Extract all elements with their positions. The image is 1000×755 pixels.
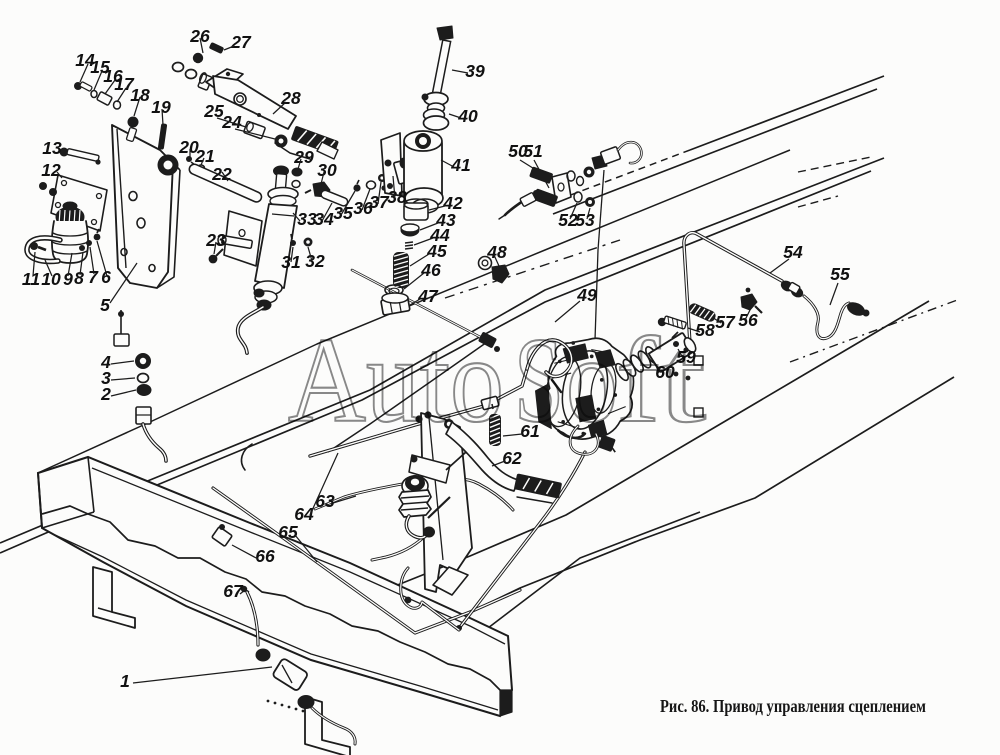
svg-text:14: 14 [75, 50, 95, 70]
svg-text:8: 8 [74, 268, 84, 288]
svg-text:o: o [566, 313, 618, 448]
svg-text:63: 63 [315, 491, 335, 511]
svg-text:1: 1 [120, 671, 130, 691]
svg-text:65: 65 [278, 522, 298, 542]
svg-text:37: 37 [369, 192, 390, 212]
svg-text:67: 67 [223, 581, 244, 601]
svg-text:66: 66 [255, 546, 275, 566]
svg-text:19: 19 [151, 97, 171, 117]
svg-text:9: 9 [63, 269, 73, 289]
svg-text:49: 49 [576, 285, 597, 305]
svg-text:35: 35 [333, 203, 353, 223]
svg-text:45: 45 [426, 241, 447, 261]
svg-text:32: 32 [305, 251, 325, 271]
svg-text:38: 38 [387, 187, 407, 207]
svg-text:54: 54 [783, 242, 803, 262]
svg-text:S: S [514, 313, 564, 448]
svg-text:46: 46 [420, 260, 441, 280]
svg-text:41: 41 [450, 155, 470, 175]
svg-text:58: 58 [695, 320, 715, 340]
svg-text:57: 57 [715, 312, 736, 332]
svg-text:51: 51 [523, 141, 542, 161]
svg-text:f: f [616, 313, 660, 448]
svg-text:62: 62 [502, 448, 522, 468]
svg-text:60: 60 [655, 362, 675, 382]
svg-text:39: 39 [465, 61, 485, 81]
svg-text:52: 52 [558, 210, 578, 230]
svg-text:20: 20 [178, 137, 199, 157]
svg-text:16: 16 [103, 66, 123, 86]
svg-text:64: 64 [294, 504, 314, 524]
svg-text:33: 33 [297, 209, 317, 229]
svg-text:53: 53 [575, 210, 595, 230]
svg-text:48: 48 [486, 242, 507, 262]
svg-text:56: 56 [738, 310, 758, 330]
svg-text:17: 17 [114, 74, 135, 94]
svg-text:34: 34 [314, 209, 334, 229]
svg-text:27: 27 [230, 32, 252, 52]
svg-text:61: 61 [520, 421, 539, 441]
svg-text:21: 21 [194, 146, 214, 166]
svg-text:2: 2 [100, 384, 111, 404]
svg-text:Рис. 86. Привод управления сце: Рис. 86. Привод управления сцеплением [660, 696, 926, 716]
svg-text:40: 40 [457, 106, 478, 126]
svg-text:12: 12 [41, 160, 61, 180]
svg-text:50: 50 [508, 141, 528, 161]
svg-text:7: 7 [88, 267, 99, 287]
svg-text:t: t [658, 313, 706, 448]
svg-text:6: 6 [101, 267, 111, 287]
svg-text:3: 3 [101, 368, 111, 388]
svg-text:18: 18 [130, 85, 150, 105]
svg-text:47: 47 [417, 286, 439, 306]
svg-text:11: 11 [22, 269, 40, 289]
svg-text:13: 13 [42, 138, 62, 158]
svg-text:25: 25 [203, 101, 224, 121]
svg-text:30: 30 [317, 160, 337, 180]
svg-text:15: 15 [90, 57, 110, 77]
svg-text:59: 59 [676, 347, 696, 367]
svg-text:4: 4 [100, 352, 111, 372]
svg-text:44: 44 [429, 225, 450, 245]
svg-text:26: 26 [189, 26, 210, 46]
svg-text:43: 43 [435, 210, 456, 230]
svg-text:22: 22 [211, 164, 232, 184]
svg-text:23: 23 [205, 230, 226, 250]
svg-text:29: 29 [293, 147, 314, 167]
svg-text:5: 5 [100, 295, 110, 315]
svg-text:10: 10 [41, 269, 61, 289]
svg-text:55: 55 [830, 264, 850, 284]
svg-text:Auto: Auto [288, 313, 504, 448]
svg-text:42: 42 [442, 193, 463, 213]
